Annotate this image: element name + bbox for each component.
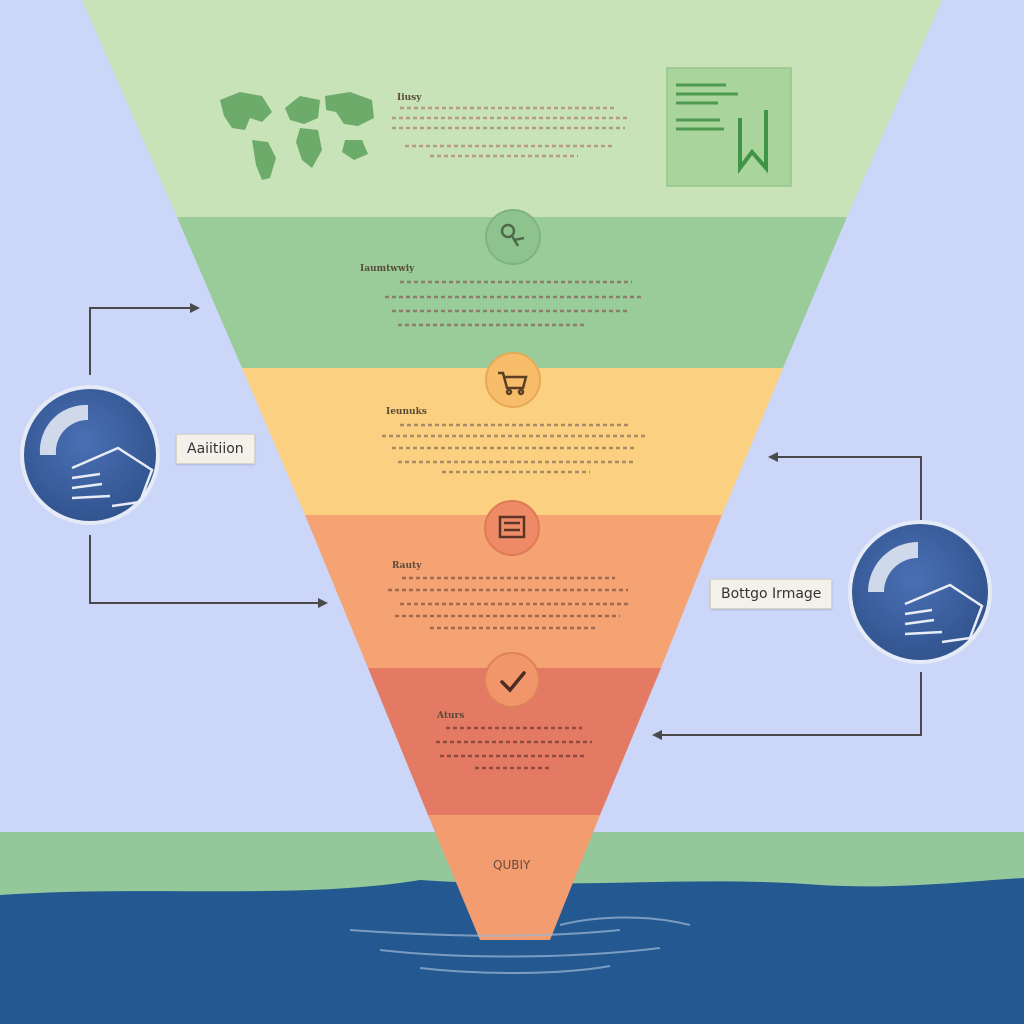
- left-side-label: Aaiitiion: [176, 434, 255, 464]
- funnel-layer-2: [177, 217, 847, 368]
- funnel-tip: [428, 815, 600, 940]
- layer-2-text: [385, 280, 642, 327]
- layer-5-icon-badge: [484, 652, 540, 708]
- cart-icon: [498, 371, 528, 396]
- hand-icon: [71, 446, 154, 508]
- layer-5-label: Aturs: [437, 711, 465, 721]
- layer-2-label: Iaumtwwiy: [360, 264, 415, 274]
- layer-3-icon-badge: [485, 352, 541, 408]
- search-icon: [500, 223, 525, 247]
- layer-3-label: Ieunuks: [386, 407, 427, 417]
- water: [0, 878, 1024, 1024]
- right-side-label: Bottgo Irmage: [710, 579, 833, 609]
- funnel-layer-3: [242, 368, 783, 515]
- right-hand-circle: [848, 520, 992, 664]
- arrow-left-top: [89, 303, 200, 375]
- layer-4-label: Rauty: [392, 561, 422, 571]
- layer-1-label: Iiusy: [397, 93, 422, 103]
- world-map-icon: [220, 92, 374, 180]
- layer-4-text: [388, 576, 628, 630]
- checkmark-icon: [500, 671, 526, 693]
- layer-5-text: [436, 726, 592, 770]
- water-ripples: [349, 916, 691, 974]
- arrow-left-bottom: [89, 535, 328, 608]
- funnel-layer-4: [305, 515, 722, 668]
- layer-1-text: [392, 106, 630, 158]
- layer-4-icon-badge: [484, 500, 540, 556]
- arrow-right-bottom: [652, 672, 922, 740]
- calculator-icon: [498, 515, 526, 539]
- layer-3-text: [382, 423, 646, 474]
- document-icon: [666, 67, 792, 187]
- connector-arrows: [89, 303, 922, 740]
- funnel-bottom-label: QUBIY: [493, 858, 531, 872]
- arrow-right-top: [768, 452, 922, 520]
- left-hand-circle: [20, 385, 160, 525]
- hand-icon: [904, 583, 984, 644]
